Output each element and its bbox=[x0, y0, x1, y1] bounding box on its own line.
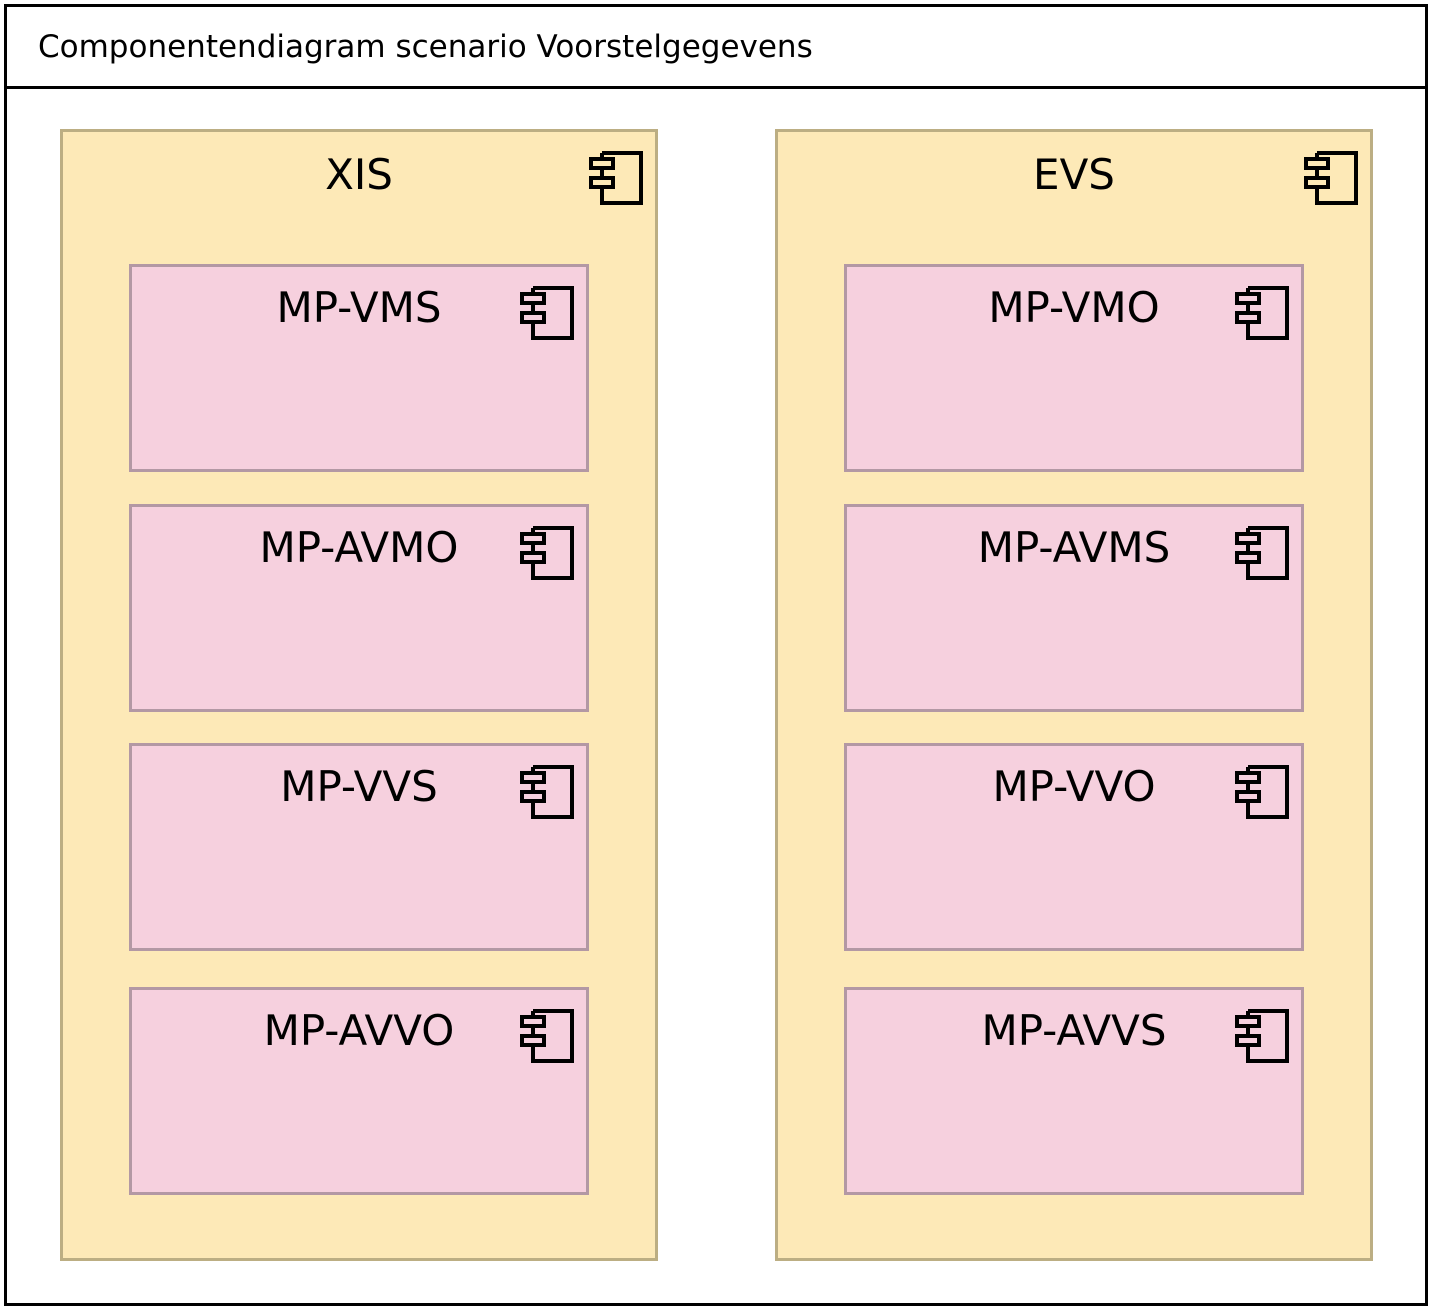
component-label: MP-AVVS bbox=[981, 1006, 1167, 1055]
package-label: EVS bbox=[1033, 150, 1115, 199]
component-mp-avvo: MP-AVVO bbox=[129, 987, 589, 1195]
component-mp-vvs: MP-VVS bbox=[129, 743, 589, 951]
diagram-title: Componentendiagram scenario Voorstelgege… bbox=[38, 29, 813, 65]
component-label: MP-AVMS bbox=[977, 523, 1171, 572]
diagram-frame: Componentendiagram scenario Voorstelgege… bbox=[4, 4, 1428, 1306]
component-icon bbox=[1235, 765, 1289, 819]
component-mp-avmo: MP-AVMO bbox=[129, 504, 589, 712]
component-icon bbox=[1235, 286, 1289, 340]
component-icon bbox=[589, 151, 643, 205]
component-mp-vms: MP-VMS bbox=[129, 264, 589, 472]
component-label: MP-AVMO bbox=[259, 523, 459, 572]
package-label: XIS bbox=[325, 150, 393, 199]
component-label: MP-VMS bbox=[276, 283, 442, 332]
component-label: MP-VVO bbox=[992, 762, 1156, 811]
component-icon bbox=[520, 765, 574, 819]
component-label: MP-AVVO bbox=[263, 1006, 455, 1055]
component-label: MP-VMO bbox=[988, 283, 1160, 332]
component-icon bbox=[520, 526, 574, 580]
component-icon bbox=[1235, 526, 1289, 580]
component-mp-vvo: MP-VVO bbox=[844, 743, 1304, 951]
component-icon bbox=[520, 286, 574, 340]
package-evs: EVS MP-VMO MP-AVMS MP-VVO MP-AVVS bbox=[775, 129, 1373, 1261]
component-mp-vmo: MP-VMO bbox=[844, 264, 1304, 472]
diagram-header: Componentendiagram scenario Voorstelgege… bbox=[7, 7, 1425, 89]
component-icon bbox=[1304, 151, 1358, 205]
component-label: MP-VVS bbox=[280, 762, 438, 811]
package-xis: XIS MP-VMS MP-AVMO MP-VVS MP-AVVO bbox=[60, 129, 658, 1261]
component-icon bbox=[1235, 1009, 1289, 1063]
component-icon bbox=[520, 1009, 574, 1063]
component-mp-avvs: MP-AVVS bbox=[844, 987, 1304, 1195]
component-mp-avms: MP-AVMS bbox=[844, 504, 1304, 712]
